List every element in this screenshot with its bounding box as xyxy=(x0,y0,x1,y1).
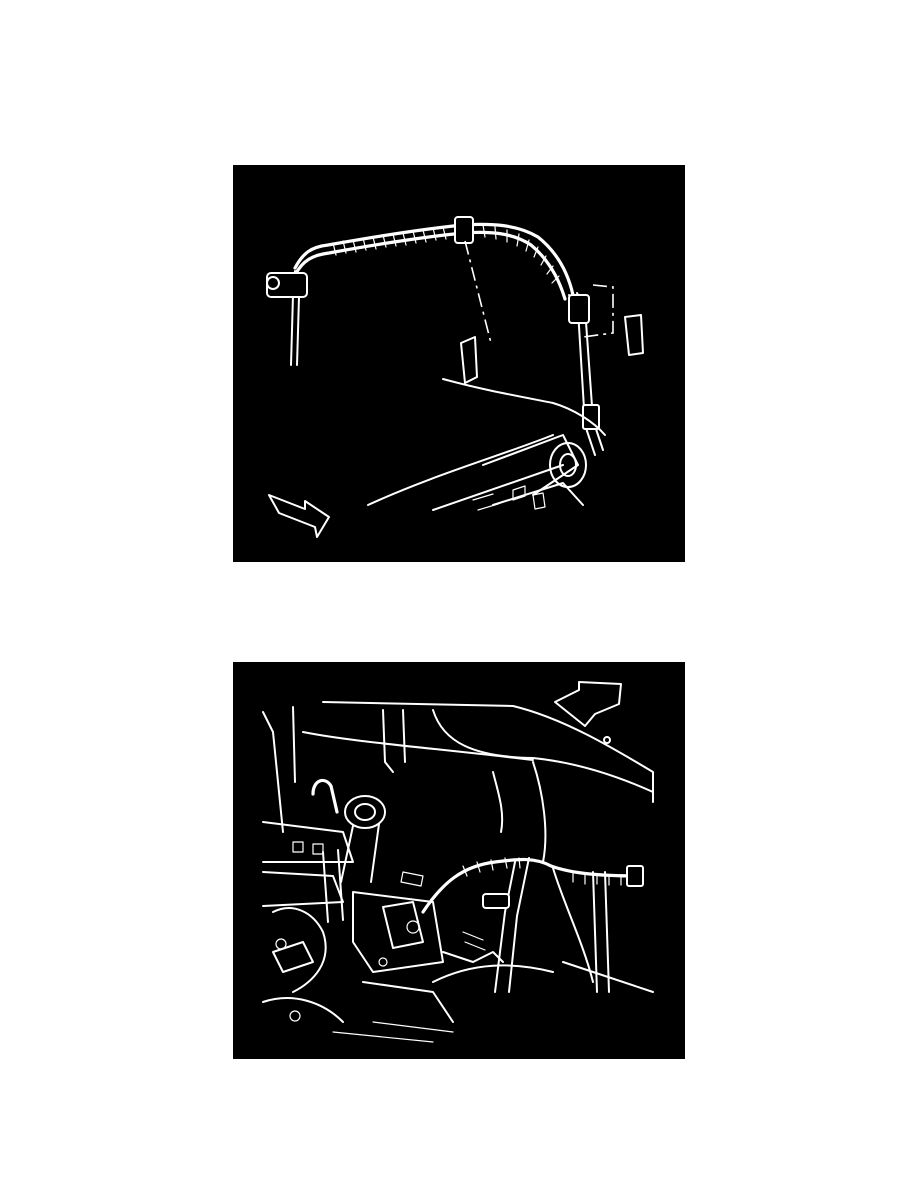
bracket-right xyxy=(624,314,644,356)
illustration-figure-1 xyxy=(233,165,685,562)
filler-cap xyxy=(344,795,386,829)
body-structure xyxy=(262,701,654,863)
leader-line-center xyxy=(464,240,492,344)
leader-line-right xyxy=(582,284,614,338)
engine-bay-illustration xyxy=(262,681,654,1043)
engine-components xyxy=(262,821,654,1023)
harness-clip xyxy=(454,216,474,244)
frame-details xyxy=(472,485,546,511)
connector xyxy=(482,893,510,909)
wiring-harness xyxy=(421,857,643,914)
mount-ring xyxy=(549,442,587,488)
front-arrow-icon xyxy=(268,494,330,538)
hose-upper-left xyxy=(311,778,339,814)
frame-outline xyxy=(367,378,606,511)
engine-fine-details xyxy=(275,841,486,1043)
harness-illustration xyxy=(266,216,644,538)
connector-right xyxy=(568,294,590,324)
front-arrow-icon xyxy=(554,681,622,727)
harness-ribs xyxy=(462,857,622,886)
illustration-figure-2 xyxy=(233,662,685,1059)
bracket-center xyxy=(460,336,478,384)
conduit-ribs xyxy=(332,224,560,284)
